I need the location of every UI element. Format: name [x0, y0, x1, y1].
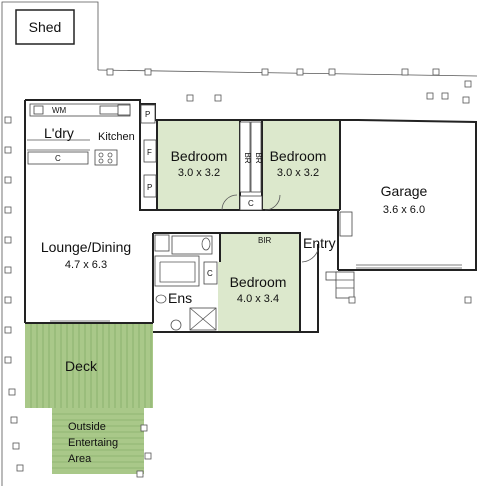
shrub-marker [16, 464, 24, 472]
shrub-marker [464, 296, 472, 304]
shrub-marker [462, 96, 470, 104]
outside-label-3: Area [68, 453, 92, 465]
shrub-marker [214, 94, 222, 102]
garage: Garage 3.6 x 6.0 [338, 119, 477, 271]
fridge-label: F [147, 148, 152, 157]
shrub-marker [441, 92, 449, 100]
ens-label: Ens [168, 290, 192, 306]
deck-boards [30, 323, 152, 408]
wm-label: WM [52, 106, 67, 115]
shrub-marker [8, 388, 16, 396]
shrub-marker [4, 206, 12, 214]
area-paving [52, 413, 144, 469]
pantry-1-label: P [145, 110, 150, 119]
garage-label: Garage [381, 183, 428, 199]
shrub-marker [136, 470, 144, 478]
shrub-marker [401, 68, 409, 76]
bedroom-2-dim: 3.0 x 3.2 [277, 167, 319, 179]
bedroom-3-label: Bedroom [230, 274, 287, 290]
shrub-marker [186, 94, 194, 102]
shrub-marker [328, 68, 336, 76]
shrub-marker [426, 92, 434, 100]
deck: Deck [25, 323, 153, 408]
kitchen-label: Kitchen [98, 131, 135, 143]
shed-label: Shed [29, 19, 62, 35]
bedroom-2-fill [262, 120, 340, 210]
shrub-marker [4, 296, 12, 304]
deck-label: Deck [65, 358, 98, 374]
shrub-marker [4, 326, 12, 334]
laundry-c-label: C [55, 154, 61, 163]
shrub-marker [4, 266, 12, 274]
bedroom-3: BIR Bedroom 4.0 x 3.4 [230, 236, 287, 305]
ensuite: C Ens [154, 234, 218, 331]
shrub-marker [4, 356, 12, 364]
shrub-marker [4, 236, 12, 244]
shrub-marker [296, 68, 304, 76]
bir-fill [240, 233, 298, 246]
br-2-label: BR [254, 152, 263, 163]
ens-c-label: C [207, 269, 213, 278]
garage-dim: 3.6 x 6.0 [383, 204, 425, 216]
lounge-dining: Lounge/Dining 4.7 x 6.3 [41, 239, 131, 322]
house-walls [24, 99, 341, 333]
bedroom-1: Bedroom 3.0 x 3.2 BR [171, 121, 252, 211]
shrub-marker [4, 176, 12, 184]
shrub-marker [4, 116, 12, 124]
kitchen: Kitchen P F P [94, 104, 157, 198]
shrub-marker [4, 146, 12, 154]
shrub-marker [348, 296, 356, 304]
lounge-dim: 4.7 x 6.3 [65, 259, 107, 271]
shrub-marker [144, 452, 152, 460]
bedroom-3-fill [218, 233, 300, 332]
bedroom-2-label: Bedroom [270, 148, 327, 164]
entry: Entry [301, 211, 355, 299]
shrub-marker [144, 68, 152, 76]
bedroom-1-label: Bedroom [171, 148, 228, 164]
shrub-marker [464, 80, 472, 88]
shed: Shed [15, 9, 75, 45]
br-1-label: BR [243, 152, 252, 163]
outside-entertaining-area: Outside Entertaing Area [52, 408, 144, 474]
hall-c-label: C [248, 199, 254, 208]
bir-label: BIR [258, 236, 272, 245]
bedroom-2: BR Bedroom 3.0 x 3.2 C [239, 121, 327, 211]
bedroom-1-dim: 3.0 x 3.2 [178, 167, 220, 179]
pantry-2-label: P [147, 183, 152, 192]
bedroom-3-dim: 4.0 x 3.4 [237, 293, 279, 305]
outside-label-1: Outside [68, 421, 106, 433]
shrub-marker [261, 68, 269, 76]
shrub-marker [140, 424, 148, 432]
bedroom-1-fill [157, 120, 240, 210]
outside-label-2: Entertaing [68, 437, 118, 449]
entry-label: Entry [303, 235, 336, 251]
laundry: WM C L'dry [27, 103, 131, 165]
lounge-label: Lounge/Dining [41, 239, 131, 255]
shrub-marker [106, 68, 114, 76]
shrub-marker [432, 68, 440, 76]
garden-plants [4, 68, 472, 478]
shrub-marker [12, 442, 20, 450]
laundry-label: L'dry [44, 125, 74, 141]
shrub-marker [10, 416, 18, 424]
